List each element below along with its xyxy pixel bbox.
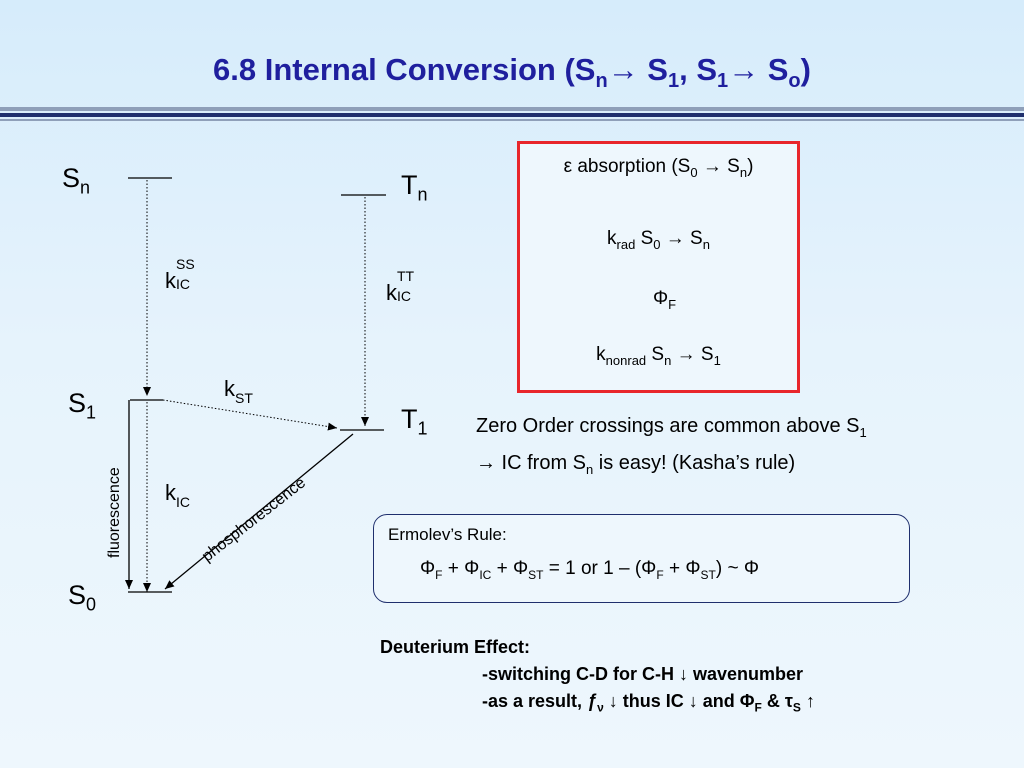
ermolev-heading: Ermolev’s Rule: <box>388 525 507 544</box>
level-t1-label: T1 <box>401 404 428 439</box>
zero-order-line2: → IC from Sn is easy! (Kasha’s rule) <box>476 452 796 477</box>
krad-line: krad S0 → Sn <box>607 228 710 252</box>
ermolev-equation: ΦF + ΦIC + ΦST = 1 or 1 – (ΦF + ΦST) ~ Φ <box>420 558 759 582</box>
zero-order-line1: Zero Order crossings are common above S1 <box>476 415 867 440</box>
rate-summary-box: ε absorption (S0 → Sn) krad S0 → Sn ΦF k… <box>517 141 800 393</box>
page-title: 6.8 Internal Conversion (Sn→ S1, S1→ So) <box>213 52 811 93</box>
ermolev-rule-box: Ermolev’s Rule: ΦF + ΦIC + ΦST = 1 or 1 … <box>373 514 910 603</box>
title-divider <box>0 107 1024 111</box>
deuterium-line2: -as a result, ƒν ↓ thus IC ↓ and ΦF & τS… <box>482 691 815 715</box>
rate-k-ic: kIC <box>165 480 190 510</box>
zero-order-note: Zero Order crossings are common above S1… <box>476 411 867 485</box>
level-tn-label: Tn <box>401 170 428 205</box>
level-s0-label: S0 <box>68 580 97 615</box>
fluorescence-label: fluorescence <box>106 467 123 558</box>
deuterium-heading: Deuterium Effect: <box>380 637 531 657</box>
phosphorescence-arrow <box>164 433 354 590</box>
absorption-line: ε absorption (S0 → Sn) <box>563 156 754 180</box>
rate-k-st: kST <box>224 376 253 406</box>
phi-f-line: ΦF <box>652 288 677 312</box>
deuterium-line1: -switching C-D for C-H ↓ wavenumber <box>482 664 804 684</box>
level-s1-label: S1 <box>68 388 97 423</box>
isc-s1-t1-arrow <box>162 399 338 431</box>
title-divider-dark <box>0 113 1024 117</box>
level-sn-label: Sn <box>62 163 91 198</box>
knonrad-line: knonrad Sn → S1 <box>596 344 721 368</box>
title-divider-thin <box>0 119 1024 121</box>
